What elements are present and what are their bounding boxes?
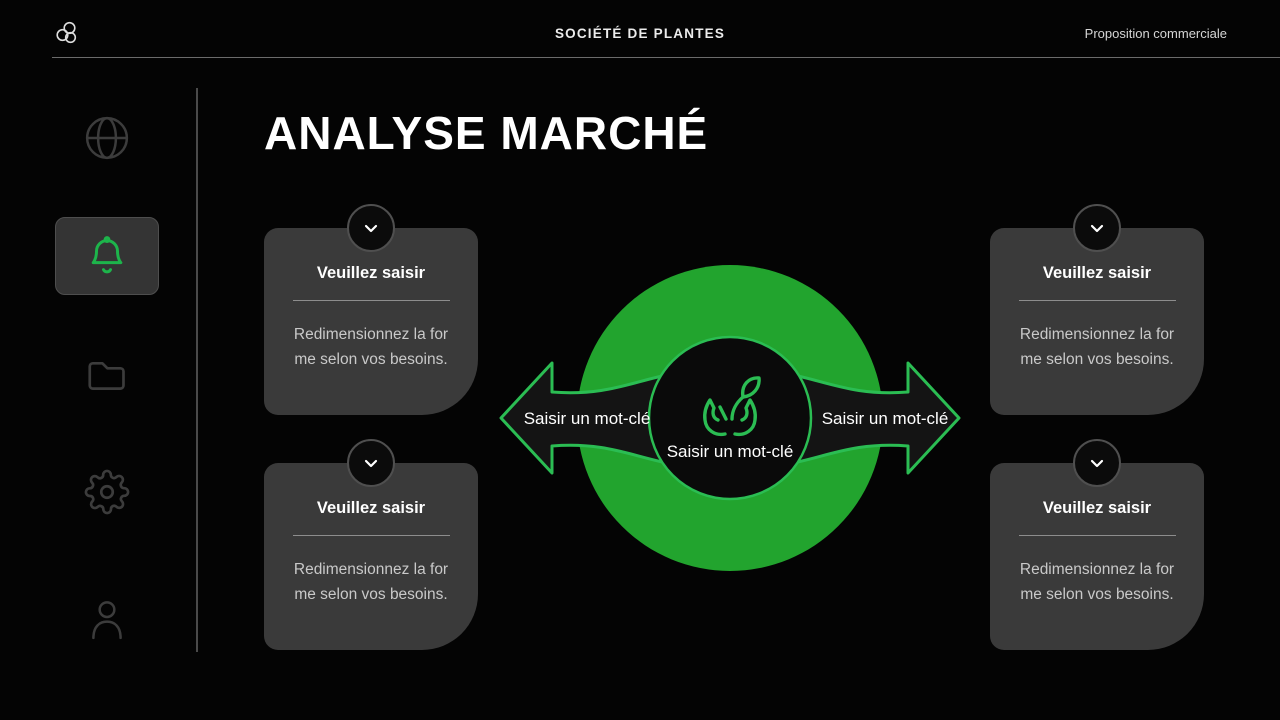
header-divider	[52, 57, 1280, 58]
sidebar-item-globe[interactable]	[55, 99, 159, 177]
card-divider	[292, 300, 450, 301]
placeholder-card-top-right[interactable]: Veuillez saisir Redimensionnez la for me…	[990, 204, 1204, 415]
chevron-down-icon	[1090, 459, 1104, 468]
card-body-line: me selon vos besoins.	[1020, 351, 1174, 368]
center-circle-label[interactable]: Saisir un mot-clé	[667, 442, 794, 461]
page-title: ANALYSE MARCHÉ	[264, 107, 709, 159]
card-body[interactable]: Redimensionnez la for me selon vos besoi…	[264, 322, 478, 372]
card-divider	[1018, 300, 1176, 301]
placeholder-card-top-left[interactable]: Veuillez saisir Redimensionnez la for me…	[264, 204, 478, 415]
sidebar-item-files[interactable]	[55, 336, 159, 414]
card-divider	[292, 535, 450, 536]
center-circle[interactable]	[647, 335, 813, 501]
chevron-down-icon	[364, 224, 378, 233]
user-icon	[92, 601, 122, 640]
right-arrow-label[interactable]: Saisir un mot-clé	[822, 409, 949, 428]
card-body-line: Redimensionnez la for	[1019, 326, 1175, 343]
card-body[interactable]: Redimensionnez la for me selon vos besoi…	[990, 322, 1204, 372]
card-body-line: Redimensionnez la for	[1019, 561, 1175, 578]
bell-icon	[91, 236, 123, 274]
card-title[interactable]: Veuillez saisir	[316, 499, 426, 517]
sidebar-item-notifications[interactable]	[55, 217, 159, 295]
folder-icon	[88, 361, 125, 390]
chevron-button[interactable]	[347, 439, 395, 487]
card-body-line: Redimensionnez la for	[293, 326, 449, 343]
left-arrow-label[interactable]: Saisir un mot-clé	[524, 409, 651, 428]
chevron-down-icon	[364, 459, 378, 468]
card-title[interactable]: Veuillez saisir	[1042, 499, 1152, 517]
card-body-line: me selon vos besoins.	[1020, 586, 1174, 603]
company-title: SOCIÉTÉ DE PLANTES	[554, 26, 726, 41]
chevron-button[interactable]	[347, 204, 395, 252]
card-body-line: me selon vos besoins.	[294, 351, 448, 368]
card-body[interactable]: Redimensionnez la for me selon vos besoi…	[264, 557, 478, 607]
placeholder-card-bottom-left[interactable]: Veuillez saisir Redimensionnez la for me…	[264, 439, 478, 650]
card-body-line: me selon vos besoins.	[294, 586, 448, 603]
hands-holding-plant-icon	[703, 376, 761, 437]
market-analysis-diagram: Saisir un mot-clé Saisir un mot-clé Sais…	[499, 265, 961, 571]
gear-icon	[84, 469, 130, 515]
placeholder-card-bottom-right[interactable]: Veuillez saisir Redimensionnez la for me…	[990, 439, 1204, 650]
card-divider	[1018, 535, 1176, 536]
card-title[interactable]: Veuillez saisir	[316, 264, 426, 282]
sidebar-divider	[196, 88, 198, 652]
card-title[interactable]: Veuillez saisir	[1042, 264, 1152, 282]
card-body[interactable]: Redimensionnez la for me selon vos besoi…	[990, 557, 1204, 607]
three-circles-logo-icon	[56, 21, 77, 44]
chevron-down-icon	[1090, 224, 1104, 233]
sidebar-item-settings[interactable]	[55, 453, 159, 531]
document-subtitle: Proposition commerciale	[1084, 26, 1227, 41]
sidebar-item-profile[interactable]	[55, 579, 159, 657]
chevron-button[interactable]	[1073, 439, 1121, 487]
globe-icon	[85, 116, 129, 160]
chevron-button[interactable]	[1073, 204, 1121, 252]
card-body-line: Redimensionnez la for	[293, 561, 449, 578]
